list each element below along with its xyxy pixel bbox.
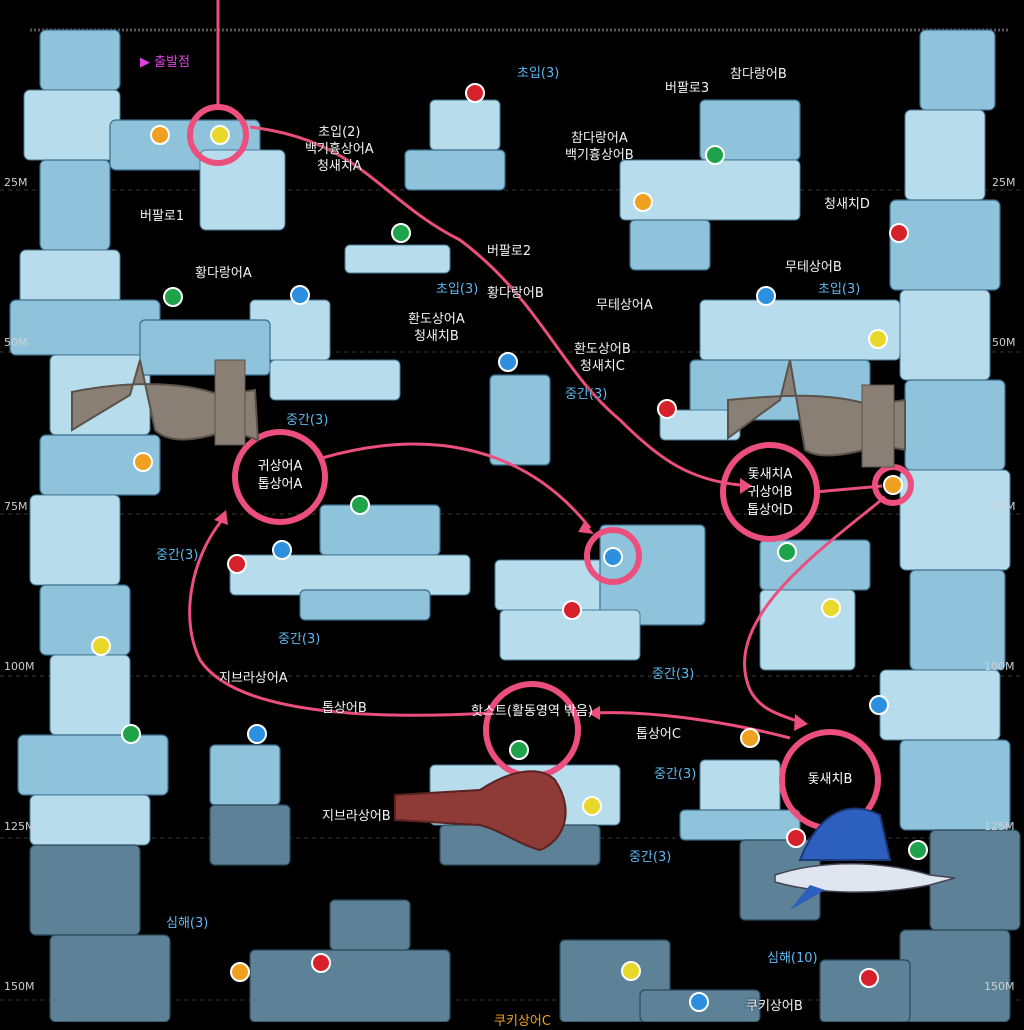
depth-25-right: 25M	[992, 176, 1016, 189]
depth-100-right: 100M	[984, 660, 1015, 673]
left-rock-wall	[9, 29, 286, 1022]
start-label: 출발점	[154, 55, 191, 70]
ring-sail-b[interactable]: 돛새치B	[807, 772, 853, 787]
squid	[394, 770, 567, 852]
zone-middle-3: 중간(3)	[156, 548, 199, 563]
ring-hammer-a[interactable]: 귀상어A 톱상어A	[257, 459, 303, 492]
zone-middle-7: 중간(3)	[629, 850, 672, 865]
label-nurse-b: 무테상어B	[785, 260, 842, 275]
route-lines	[188, 0, 886, 740]
label-tuna-b: 참다랑어B	[730, 67, 787, 82]
label-buffalo-2: 버팔로2	[487, 244, 532, 259]
depth-50-left: 50M	[4, 336, 28, 349]
label-zebra-b: 지브라상어B	[322, 809, 391, 824]
depth-125-right: 125M	[984, 820, 1015, 833]
zone-shallow-3: 초입(3)	[436, 282, 479, 297]
start-marker[interactable]: ▶ 출발점	[140, 54, 190, 71]
label-nurse-a: 무테상어A	[596, 298, 653, 313]
label-saw-c: 톱상어C	[636, 727, 681, 742]
interior-platforms	[139, 99, 911, 1022]
zone-middle-5: 중간(3)	[652, 667, 695, 682]
zone-deep-1: 심해(3)	[166, 916, 209, 931]
ring-hotspot[interactable]: 핫스트(활동영역 밖음)	[471, 704, 593, 719]
zone-deep-2: 심해(10)	[767, 951, 818, 966]
zone-shallow-1: 초입(3)	[517, 66, 560, 81]
zone-shallow-4: 초입(3)	[818, 282, 861, 297]
label-tuna-a: 참다랑어A 백기흉상어B	[565, 131, 634, 163]
label-marlin-d: 청새치D	[824, 197, 870, 212]
zone-middle-2: 중간(3)	[565, 387, 608, 402]
depth-75-left: 75M	[4, 500, 28, 513]
zone-middle-4: 중간(3)	[278, 632, 321, 647]
ring-sail-a[interactable]: 돛새치A 귀상어B 톱상어D	[747, 467, 793, 518]
label-yellowfin-a: 황다랑어A	[195, 266, 252, 281]
label-saw-b: 톱상어B	[322, 701, 367, 716]
sailfish	[774, 807, 956, 910]
label-buffalo-3: 버팔로3	[665, 81, 710, 96]
label-group-a: 초입(2) 백기흉상어A 청새치A	[305, 125, 374, 174]
depth-100-left: 100M	[4, 660, 35, 673]
depth-25-left: 25M	[4, 176, 28, 189]
label-group-c: 환도상어B 청새치C	[574, 342, 631, 374]
hammerhead-shark-left	[71, 359, 260, 446]
route-arrowheads	[214, 478, 808, 731]
label-yellowfin-b: 황다랑어B	[487, 286, 544, 301]
spawn-badges	[91, 83, 928, 1012]
right-rock-wall	[879, 29, 1021, 1022]
zone-middle-6: 중간(3)	[654, 767, 697, 782]
depth-125-left: 125M	[4, 820, 35, 833]
label-cookie-b: 쿠키상어B	[746, 999, 803, 1014]
hammerhead-shark-right	[727, 359, 906, 468]
label-zebra-a: 지브라상어A	[219, 671, 288, 686]
label-group-b: 환도상어A 청새치B	[408, 312, 465, 344]
depth-75-right: 75M	[992, 500, 1016, 513]
zone-middle-1: 중간(3)	[286, 413, 329, 428]
triangle-play-icon: ▶	[140, 55, 150, 70]
depth-50-right: 50M	[992, 336, 1016, 349]
label-buffalo-1: 버팔로1	[140, 209, 185, 224]
depth-150-left: 150M	[4, 980, 35, 993]
depth-150-right: 150M	[984, 980, 1015, 993]
